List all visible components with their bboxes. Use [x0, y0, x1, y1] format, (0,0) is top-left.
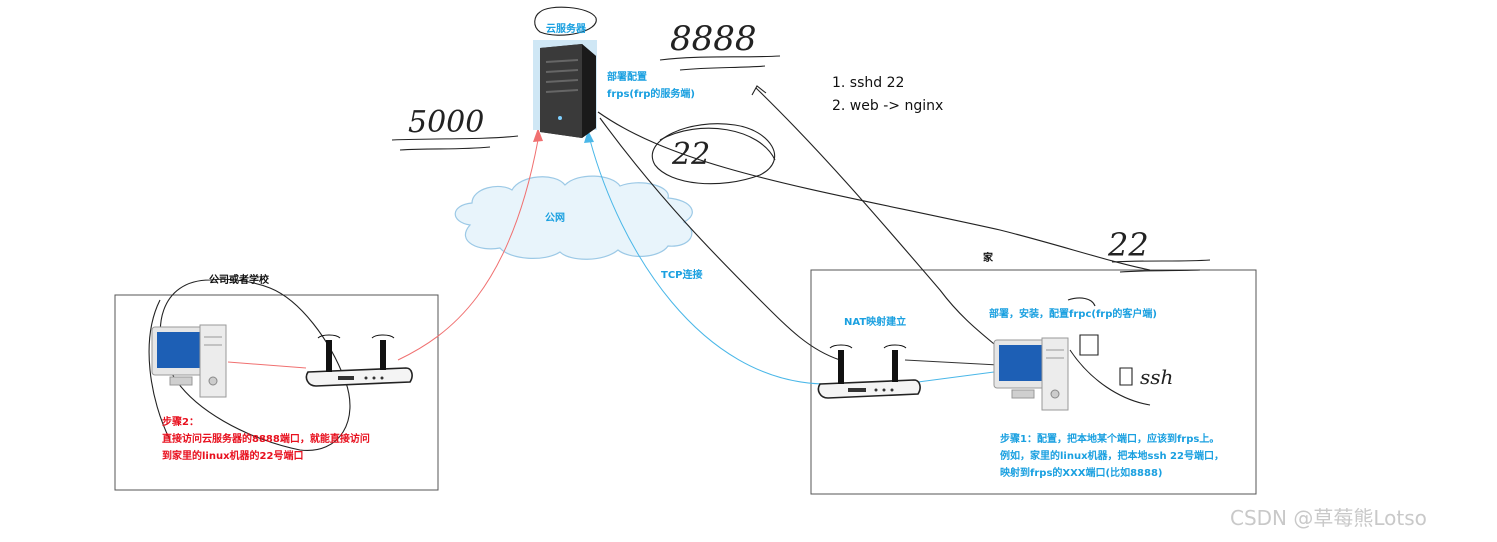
handwritten-22-server: 22	[671, 137, 710, 172]
wifi-router-icon	[305, 334, 413, 387]
blue-arrowhead	[584, 130, 594, 143]
cloud-server-label: 云服务器	[546, 24, 586, 35]
public-net-label: 公网	[545, 213, 565, 224]
home-box	[810, 269, 1257, 495]
company-label: 公司或者学校	[209, 275, 269, 286]
step2-line-1: 直接访问云服务器的8888端口，就能直接访问	[162, 434, 370, 445]
step1-line-1: 步骤1：配置，把本地某个端口，应该到frps上。	[1000, 434, 1220, 445]
handwritten-22-home: 22	[1107, 226, 1149, 264]
company-box	[114, 294, 439, 491]
step2-title: 步骤2：	[162, 417, 199, 428]
wifi-router-icon	[817, 344, 921, 399]
desktop-computer-icon	[993, 337, 1069, 411]
red-link-pc-to-router	[227, 361, 307, 369]
red-arrowhead	[533, 128, 543, 142]
server-tower-icon	[533, 40, 597, 138]
note-web-nginx: 2. web -> nginx	[832, 98, 944, 114]
tcp-connection-label: TCP连接	[661, 270, 703, 281]
handwritten-ssh: ssh	[1140, 365, 1173, 389]
cloud-icon	[454, 175, 693, 260]
desktop-computer-icon	[151, 324, 227, 398]
blue-link-router-to-pc	[917, 371, 995, 383]
handwritten-strokes	[148, 6, 1211, 451]
handwritten-5000: 5000	[408, 105, 484, 140]
step1-line-2: 例如，家里的linux机器，把本地ssh 22号端口，	[1000, 451, 1224, 462]
watermark: CSDN @草莓熊Lotso	[1230, 506, 1427, 530]
step2-line-2: 到家里的linux机器的22号端口	[162, 451, 304, 462]
blue-tcp-link	[589, 139, 823, 385]
red-link-router-to-server	[397, 139, 539, 361]
deploy-frpc-label: 部署，安装，配置frpc(frp的客户端)	[989, 309, 1157, 320]
handwritten-8888: 8888	[670, 19, 757, 59]
nat-mapping-label: NAT映射建立	[844, 317, 907, 328]
deploy-frps-label-2: frps(frp的服务端)	[607, 89, 695, 100]
deploy-frps-label-1: 部署配置	[607, 72, 647, 83]
step1-line-3: 映射到frps的XXX端口(比如8888)	[1000, 468, 1163, 479]
note-sshd: 1. sshd 22	[832, 75, 905, 91]
home-label: 家	[983, 253, 993, 264]
